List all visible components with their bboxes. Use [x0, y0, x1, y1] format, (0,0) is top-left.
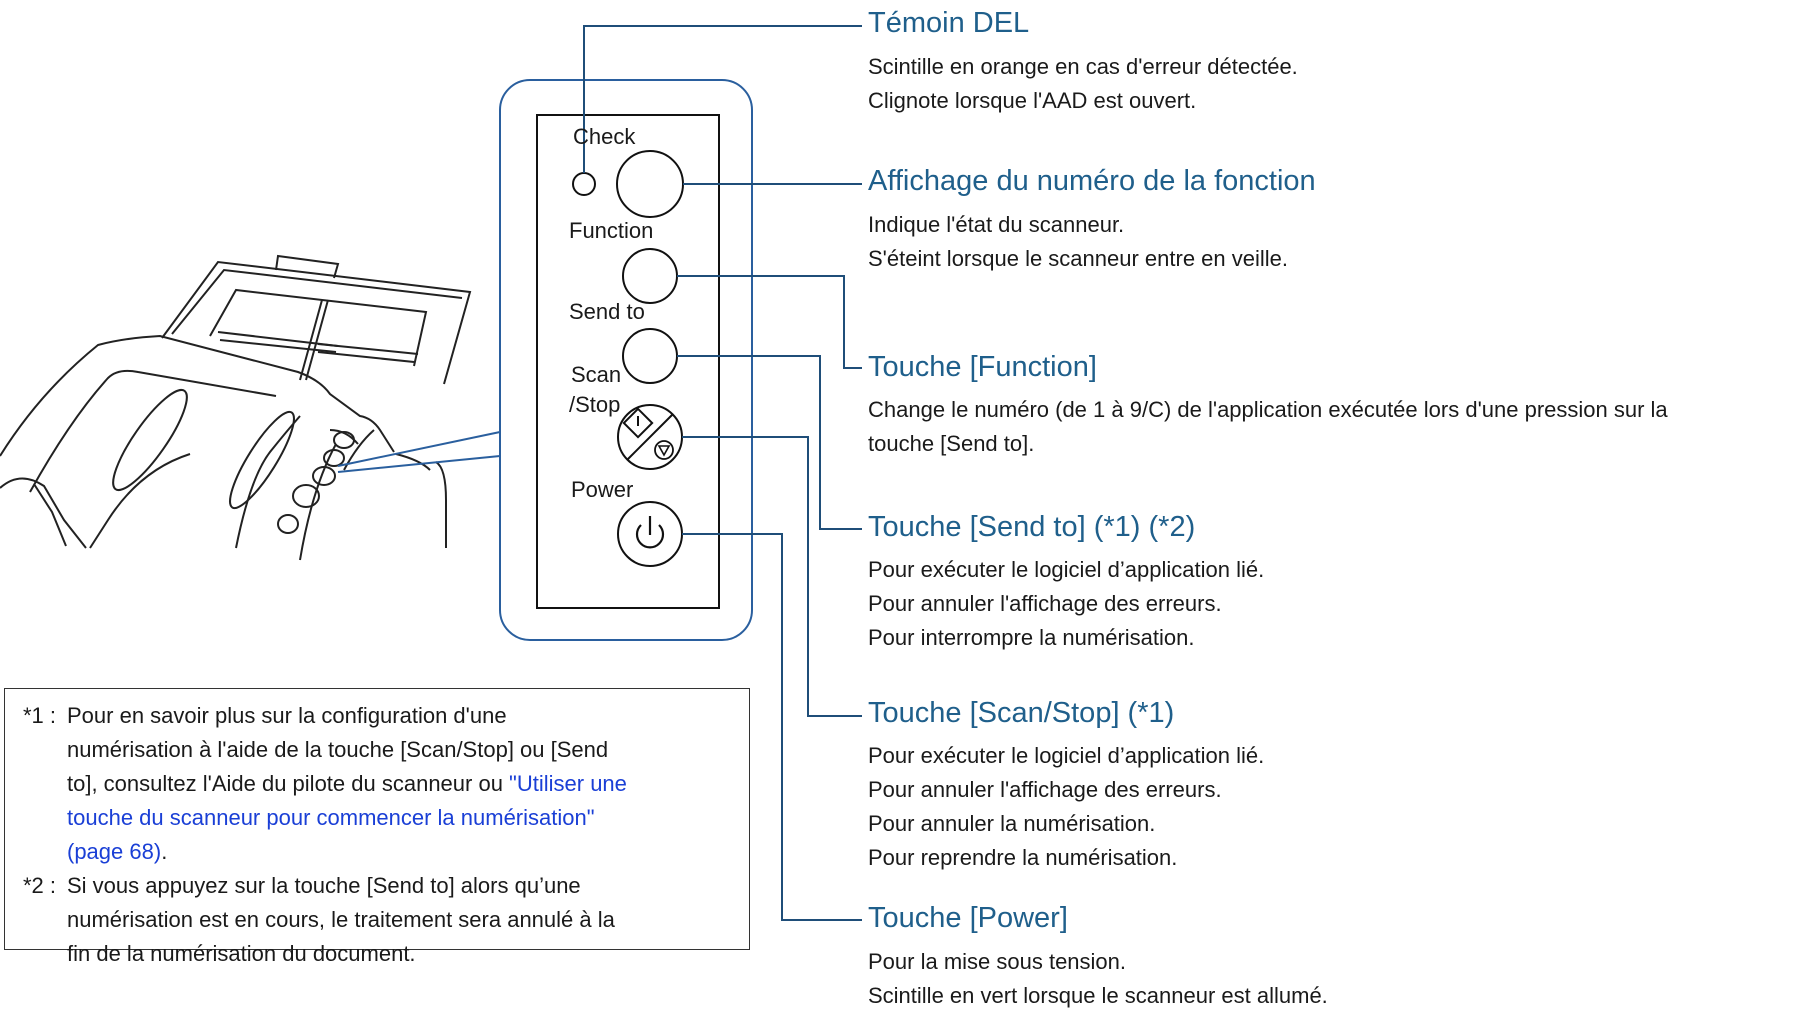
- footnote-line: numérisation est en cours, le traitement…: [67, 907, 615, 932]
- footnote-text: .: [161, 839, 168, 864]
- footnote-line: Si vous appuyez sur la touche [Send to] …: [67, 873, 581, 898]
- callout-line: Indique l'état du scanneur.: [868, 212, 1125, 237]
- callout-line: touche [Send to].: [868, 431, 1035, 456]
- callout-line: Scintille en vert lorsque le scanneur es…: [868, 983, 1328, 1008]
- check-led: [572, 172, 596, 196]
- footnote-mark: *2 :: [23, 873, 57, 898]
- callout-line: Pour annuler la numérisation.: [868, 811, 1156, 836]
- leader-led: [583, 25, 862, 173]
- stop-icon: [654, 440, 674, 460]
- footnote-mark: *1 :: [23, 703, 57, 728]
- callout-line: Scintille en orange en cas d'erreur déte…: [868, 54, 1298, 79]
- callout-line: Pour reprendre la numérisation.: [868, 845, 1178, 870]
- footnote-line: to], consultez l'Aide du pilote du scann…: [67, 767, 748, 801]
- page-link[interactable]: (page 68): [67, 839, 162, 864]
- callout-desc-scan-stop: Pour exécuter le logiciel d’application …: [868, 739, 1264, 875]
- callout-title-function-button: Touche [Function]: [868, 351, 1097, 383]
- power-icon: [635, 516, 665, 549]
- callout-title-scan-stop: Touche [Scan/Stop] (*1): [868, 697, 1175, 729]
- callout-line: Pour exécuter le logiciel d’application …: [868, 557, 1265, 582]
- scan-label: Scan: [571, 362, 622, 387]
- callout-line: Clignote lorsque l'AAD est ouvert.: [868, 88, 1197, 113]
- scan-icon: [622, 407, 654, 439]
- zoom-line-top: [337, 431, 501, 467]
- callout-line: Change le numéro (de 1 à 9/C) de l'appli…: [868, 397, 1668, 422]
- callout-line: Pour exécuter le logiciel d’application …: [868, 743, 1265, 768]
- page-link[interactable]: "Utiliser une: [509, 771, 627, 796]
- callout-desc-power: Pour la mise sous tension. Scintille en …: [868, 945, 1328, 1013]
- callout-line: Pour la mise sous tension.: [868, 949, 1127, 974]
- page-link[interactable]: touche du scanneur pour commencer la num…: [67, 805, 595, 830]
- function-button[interactable]: [622, 248, 678, 304]
- stop-label: /Stop: [569, 392, 621, 417]
- callout-title-led: Témoin DEL: [868, 7, 1030, 39]
- footnotes-box: *1 : Pour en savoir plus sur la configur…: [4, 688, 750, 966]
- check-label: Check: [573, 124, 636, 149]
- callout-line: Pour annuler l'affichage des erreurs.: [868, 777, 1222, 802]
- callout-desc-function-button: Change le numéro (de 1 à 9/C) de l'appli…: [868, 393, 1668, 461]
- callout-desc-send-to: Pour exécuter le logiciel d’application …: [868, 553, 1264, 655]
- callout-line: S'éteint lorsque le scanneur entre en ve…: [868, 246, 1289, 271]
- callout-desc-led: Scintille en orange en cas d'erreur déte…: [868, 50, 1298, 118]
- function-number-display: [616, 150, 684, 218]
- zoom-line-bottom: [337, 455, 501, 473]
- footnote-line: numérisation à l'aide de la touche [Scan…: [67, 737, 609, 762]
- footnote-line: Pour en savoir plus sur la configuration…: [67, 703, 507, 728]
- leader-function-button: [677, 275, 862, 369]
- leader-scan-stop: [682, 436, 862, 717]
- control-panel: [536, 114, 720, 609]
- footnote-1: *1 : Pour en savoir plus sur la configur…: [23, 699, 748, 869]
- callout-title-send-to: Touche [Send to] (*1) (*2): [868, 511, 1196, 543]
- callout-line: Pour annuler l'affichage des erreurs.: [868, 591, 1222, 616]
- panel-zoom-frame: [499, 79, 753, 641]
- footnote-2: *2 : Si vous appuyez sur la touche [Send…: [23, 869, 748, 971]
- footnote-line: fin de la numérisation du document.: [67, 941, 416, 966]
- callout-title-power: Touche [Power]: [868, 902, 1068, 934]
- scanner-illustration: [0, 254, 472, 561]
- callout-title-function-number: Affichage du numéro de la fonction: [868, 165, 1316, 197]
- leader-send-to: [677, 355, 862, 530]
- send-to-button[interactable]: [622, 328, 678, 384]
- callout-desc-function-number: Indique l'état du scanneur. S'éteint lor…: [868, 208, 1288, 276]
- scan-stop-button[interactable]: [617, 404, 683, 470]
- power-label: Power: [571, 477, 634, 502]
- leader-power: [682, 533, 862, 921]
- power-button[interactable]: [617, 501, 683, 567]
- function-label: Function: [569, 218, 654, 243]
- footnote-text: to], consultez l'Aide du pilote du scann…: [67, 771, 510, 796]
- callout-line: Pour interrompre la numérisation.: [868, 625, 1195, 650]
- send-to-label: Send to: [569, 299, 645, 324]
